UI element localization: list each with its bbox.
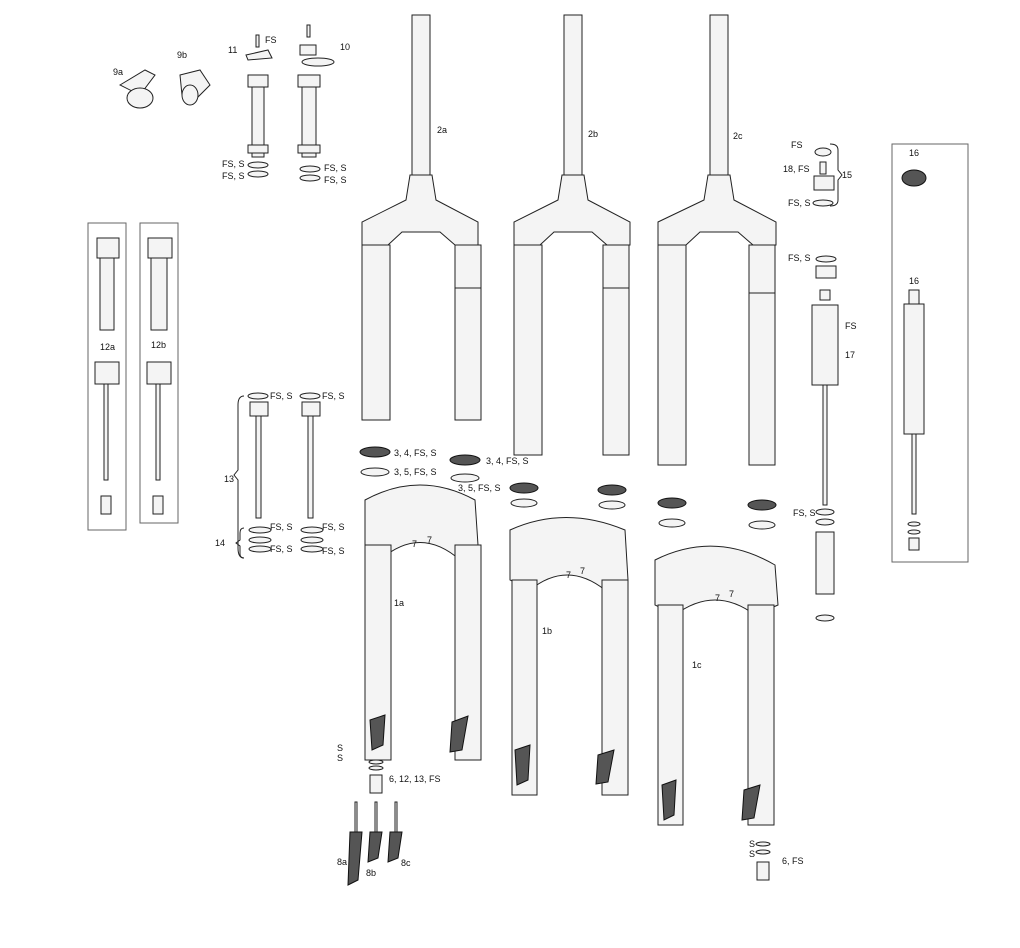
bottom-bolt-right bbox=[755, 841, 771, 881]
lower-leg-1c bbox=[654, 545, 779, 826]
label-1b: 1b bbox=[542, 626, 552, 636]
remote-lever-9b bbox=[179, 69, 211, 106]
label-s-left-a: S bbox=[337, 743, 343, 753]
label-15: 15 bbox=[842, 170, 852, 180]
label-fss-17top: FS, S bbox=[788, 253, 811, 263]
air-spring-assembly bbox=[811, 147, 839, 622]
remote-lever-9a bbox=[118, 69, 156, 109]
label-fs-17: FS bbox=[845, 321, 857, 331]
label-1a: 1a bbox=[394, 598, 404, 608]
label-12b: 12b bbox=[151, 340, 166, 350]
label-s-right-b: S bbox=[749, 849, 755, 859]
label-s-left-b: S bbox=[337, 753, 343, 763]
damper-12a bbox=[94, 237, 120, 515]
label-fss-14a: FS, S bbox=[270, 522, 293, 532]
label-fss-14d: FS, S bbox=[322, 546, 345, 556]
label-6-right: 6, FS bbox=[782, 856, 804, 866]
label-16-bot: 16 bbox=[909, 276, 919, 286]
label-9b: 9b bbox=[177, 50, 187, 60]
crown-steerer-2c bbox=[657, 14, 777, 466]
label-11: 11 bbox=[228, 45, 237, 55]
label-s-right-a: S bbox=[749, 839, 755, 849]
damper-assembly-10 bbox=[297, 24, 335, 182]
crown-steerer-2a bbox=[361, 14, 482, 421]
label-14: 14 bbox=[215, 538, 225, 548]
seal-set-a bbox=[359, 446, 777, 530]
label-fss-10a: FS, S bbox=[324, 163, 347, 173]
label-7d: 7 bbox=[580, 566, 585, 576]
shaft-13-left bbox=[247, 392, 272, 553]
label-7e: 7 bbox=[715, 593, 720, 603]
label-6-left: 6, 12, 13, FS bbox=[389, 774, 441, 784]
label-fss-15: FS, S bbox=[788, 198, 811, 208]
label-18: 18, FS bbox=[783, 164, 810, 174]
label-fss-13b: FS, S bbox=[322, 391, 345, 401]
label-fss-10b: FS, S bbox=[324, 175, 347, 185]
label-10: 10 bbox=[340, 42, 350, 52]
damper-box-12a bbox=[87, 222, 127, 531]
label-7f: 7 bbox=[729, 589, 734, 599]
shaft-13-right bbox=[299, 392, 324, 553]
label-11-fs: FS bbox=[265, 35, 277, 45]
damper-16 bbox=[901, 169, 927, 551]
damper-box-16 bbox=[891, 143, 969, 563]
label-13: 13 bbox=[224, 474, 234, 484]
label-9a: 9a bbox=[113, 67, 123, 77]
lower-leg-1b bbox=[509, 517, 629, 796]
label-35-a: 3, 5, FS, S bbox=[394, 467, 437, 477]
label-7c: 7 bbox=[566, 570, 571, 580]
labels: 2a 2b 2c 1a 1b 1c 9a 9b 11 FS 10 FS, S F… bbox=[100, 35, 919, 878]
damper-box-12b bbox=[139, 222, 179, 524]
label-2b: 2b bbox=[588, 129, 598, 139]
label-8c: 8c bbox=[401, 858, 411, 868]
label-fss-11b: FS, S bbox=[222, 171, 245, 181]
label-17: 17 bbox=[845, 350, 855, 360]
crown-steerer-2b bbox=[513, 14, 631, 456]
lower-leg-1a bbox=[364, 484, 482, 761]
bracket-13 bbox=[233, 395, 245, 559]
label-7a: 7 bbox=[412, 539, 417, 549]
rebound-knobs-8 bbox=[347, 801, 403, 886]
label-35-b: 3, 5, FS, S bbox=[458, 483, 501, 493]
label-fss-14b: FS, S bbox=[270, 544, 293, 554]
label-fss-11a: FS, S bbox=[222, 159, 245, 169]
damper-12b bbox=[146, 237, 173, 515]
label-8b: 8b bbox=[366, 868, 376, 878]
label-16-top: 16 bbox=[909, 148, 919, 158]
label-8a: 8a bbox=[337, 857, 347, 867]
label-345-a: 3, 4, FS, S bbox=[394, 448, 437, 458]
label-2a: 2a bbox=[437, 125, 447, 135]
label-fss-17bot: FS, S bbox=[793, 508, 816, 518]
label-12a: 12a bbox=[100, 342, 115, 352]
bracket-15 bbox=[829, 143, 843, 207]
label-1c: 1c bbox=[692, 660, 702, 670]
bracket-14 bbox=[235, 527, 245, 559]
bottom-bolt-left bbox=[368, 759, 384, 794]
label-fs-15: FS bbox=[791, 140, 803, 150]
label-7b: 7 bbox=[427, 535, 432, 545]
label-345-b: 3, 4, FS, S bbox=[486, 456, 529, 466]
label-fss-13a: FS, S bbox=[270, 391, 293, 401]
label-fss-14c: FS, S bbox=[322, 522, 345, 532]
damper-assembly-11 bbox=[245, 34, 273, 178]
label-2c: 2c bbox=[733, 131, 743, 141]
